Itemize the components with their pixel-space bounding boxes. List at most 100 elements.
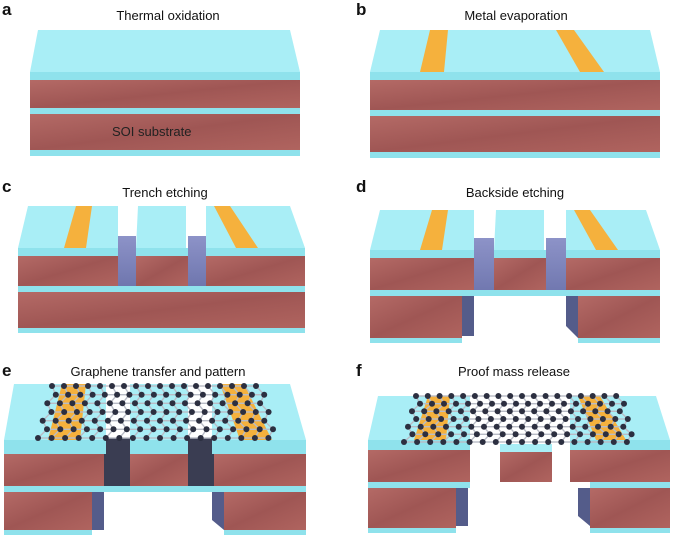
top-oxide-front xyxy=(370,72,660,80)
graphene-atom xyxy=(531,423,538,430)
trench-right xyxy=(546,238,566,294)
graphene-atom xyxy=(601,393,608,399)
panel-d-letter: d xyxy=(356,177,366,196)
oxide-front xyxy=(570,440,670,450)
graphene-atom xyxy=(558,439,565,445)
graphene-atom xyxy=(592,408,599,415)
oxide-front xyxy=(212,440,306,454)
device-silicon-left xyxy=(370,258,474,290)
graphene-atom xyxy=(150,426,157,433)
device-silicon-middle xyxy=(136,256,188,286)
oxide-front xyxy=(4,440,106,454)
graphene-atom xyxy=(486,431,493,438)
graphene-atom xyxy=(212,391,219,398)
graphene-atom xyxy=(265,409,272,415)
graphene-atom xyxy=(455,423,462,430)
graphene-atom xyxy=(253,383,259,389)
graphene-atom xyxy=(448,431,455,438)
graphene-atom xyxy=(48,409,55,415)
graphene-atom xyxy=(577,393,584,399)
graphene-atom xyxy=(441,400,447,407)
graphene-atom xyxy=(238,435,245,441)
buried-oxide-layer xyxy=(370,110,660,116)
graphene-atom xyxy=(566,393,573,399)
proof-mass-top xyxy=(500,444,552,452)
graphene-atom xyxy=(562,416,569,422)
graphene-atom xyxy=(489,400,495,407)
graphene-atom xyxy=(500,416,507,422)
graphene-atom xyxy=(429,400,435,407)
graphene-atom xyxy=(435,431,442,438)
metal-electrode-right xyxy=(214,206,258,248)
device-silicon-left xyxy=(18,256,118,286)
graphene-atom xyxy=(461,431,467,438)
graphene-atom xyxy=(551,431,558,438)
graphene-atom xyxy=(181,383,187,389)
bottom-oxide-right xyxy=(590,528,670,533)
graphene-atom xyxy=(241,383,247,389)
graphene-atom xyxy=(256,426,263,433)
handle-silicon-layer xyxy=(18,292,305,328)
graphene-atom xyxy=(620,423,627,430)
bottom-oxide-layer xyxy=(30,150,300,156)
graphene-atom xyxy=(621,400,627,407)
graphene-atom xyxy=(495,393,502,399)
top-oxide-front xyxy=(30,72,300,80)
graphene-atom xyxy=(112,409,119,415)
graphene-atom xyxy=(109,383,115,389)
left-anchor-top xyxy=(370,210,474,250)
backside-cavity-wall-left xyxy=(456,488,468,526)
oxide-front xyxy=(370,250,474,258)
graphene-atom xyxy=(216,426,223,433)
graphene-atom xyxy=(157,383,163,389)
top-oxide-surface xyxy=(30,30,300,72)
graphene-atom xyxy=(77,391,84,398)
graphene-atom xyxy=(482,408,489,415)
graphene-atom xyxy=(401,439,407,445)
graphene-atom xyxy=(261,417,268,424)
graphene-atom xyxy=(123,426,130,433)
graphene-atom xyxy=(448,393,455,399)
graphene-atom xyxy=(602,431,609,438)
buried-oxide-layer xyxy=(30,108,300,114)
graphene-atom xyxy=(537,400,543,407)
graphene-atom xyxy=(519,393,525,399)
graphene-atom xyxy=(81,400,88,407)
graphene-atom xyxy=(567,408,574,415)
proof-mass-top xyxy=(494,210,544,250)
released-proof-mass xyxy=(500,452,552,482)
graphene-atom xyxy=(150,409,157,415)
graphene-atom xyxy=(445,408,452,415)
graphene-atom xyxy=(125,409,132,415)
bottom-oxide-layer xyxy=(370,152,660,158)
graphene-atom xyxy=(39,417,46,424)
graphene-atom xyxy=(130,417,137,424)
graphene-atom xyxy=(224,435,231,441)
graphene-atom xyxy=(132,400,138,407)
graphene-atom xyxy=(150,391,157,398)
graphene-atom xyxy=(101,391,108,398)
graphene-atom xyxy=(144,417,150,424)
device-silicon-right xyxy=(566,258,660,290)
graphene-atom xyxy=(413,393,419,399)
top-oxide-surface xyxy=(370,30,660,72)
graphene-atom xyxy=(525,416,532,422)
graphene-atom xyxy=(512,431,519,438)
graphene-atom xyxy=(65,391,72,398)
graphene-atom xyxy=(460,393,467,399)
graphene-atom xyxy=(176,426,183,433)
buried-oxide-layer xyxy=(370,290,660,296)
graphene-sheet xyxy=(401,393,635,445)
metal-electrode-left xyxy=(64,206,92,248)
graphene-atom xyxy=(466,439,473,445)
graphene-atom xyxy=(119,400,126,407)
backside-cavity-wall-left xyxy=(462,296,474,336)
graphene-atom xyxy=(44,400,51,407)
graphene-atom xyxy=(227,409,234,415)
graphene-atom xyxy=(569,423,576,430)
graphene-atom xyxy=(236,391,243,398)
panel-e-title: Graphene transfer and pattern xyxy=(71,364,246,379)
graphene-atom xyxy=(211,435,218,441)
graphene-atom xyxy=(525,431,532,438)
